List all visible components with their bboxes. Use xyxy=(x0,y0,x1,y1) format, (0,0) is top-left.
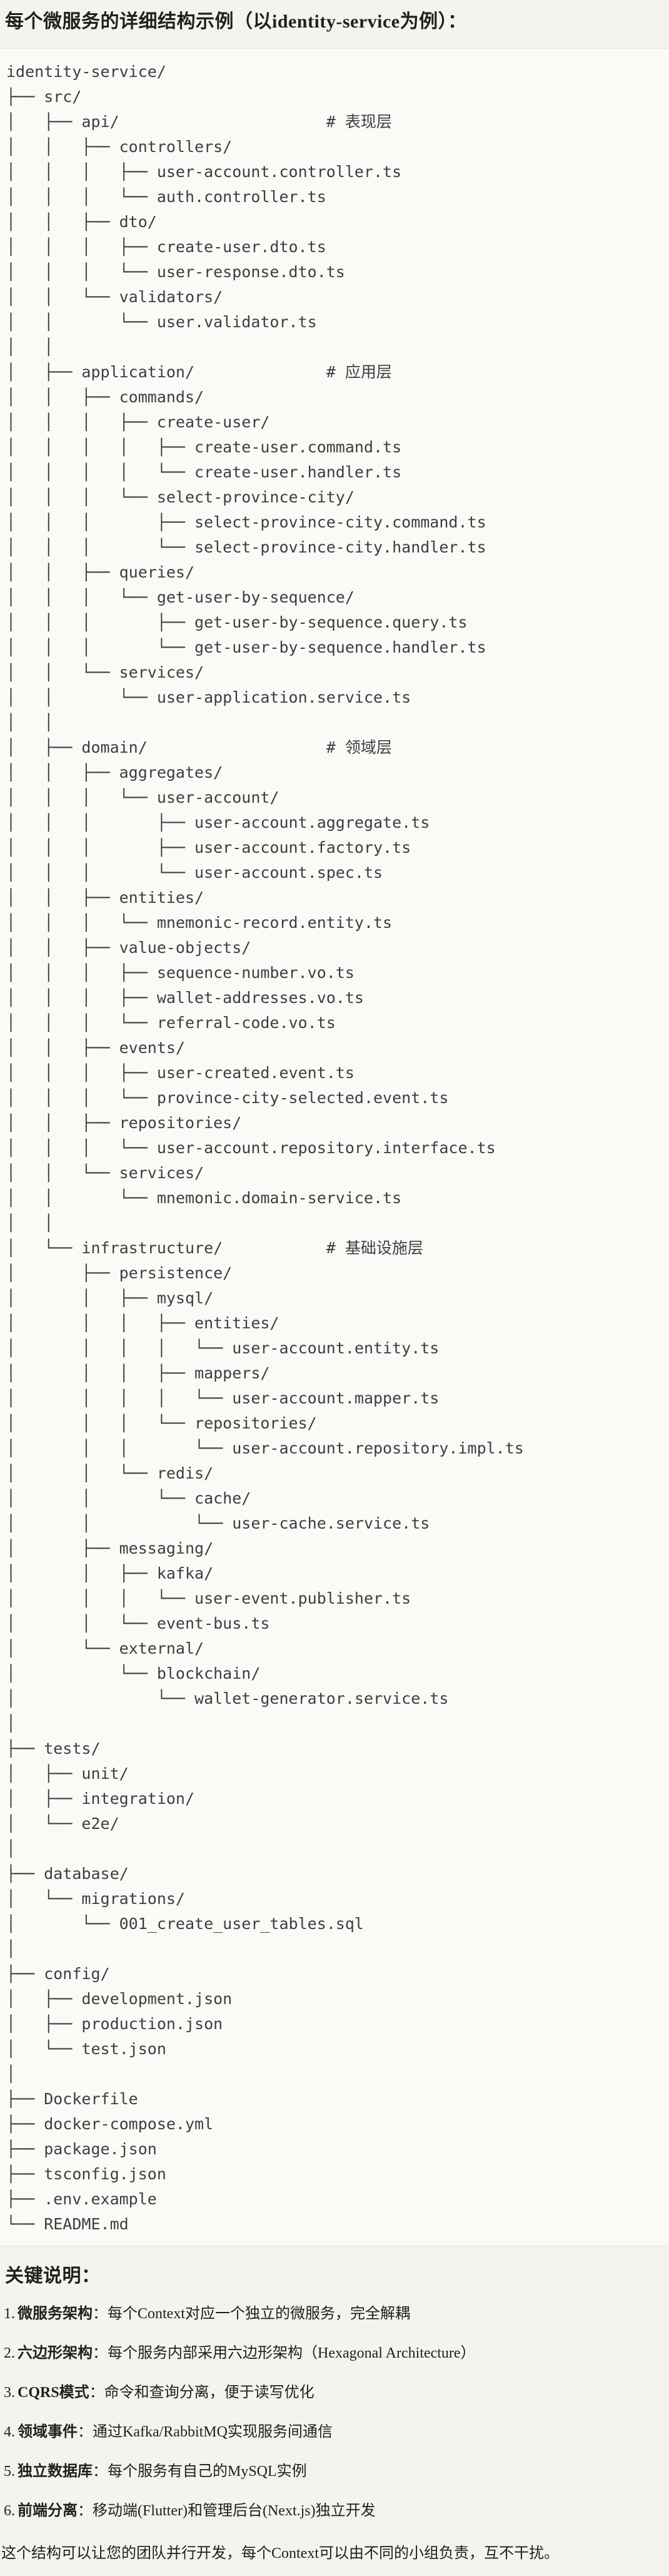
note-item: 6.前端分离：移动端(Flutter)和管理后台(Next.js)独立开发 xyxy=(4,2501,664,2521)
note-text: ：通过Kafka/RabbitMQ实现服务间通信 xyxy=(78,2424,333,2440)
page-title: 每个微服务的详细结构示例（以identity-service为例）： xyxy=(5,11,467,32)
note-number: 1. xyxy=(4,2306,15,2322)
note-number: 5. xyxy=(4,2463,15,2480)
note-label: 微服务架构 xyxy=(18,2306,93,2322)
note-number: 4. xyxy=(4,2424,15,2440)
closing-paragraph: 这个结构可以让您的团队并行开发，每个Context可以由不同的小组负责，互不干扰… xyxy=(1,2545,559,2562)
note-text: ：移动端(Flutter)和管理后台(Next.js)独立开发 xyxy=(78,2503,376,2519)
note-label: 前端分离 xyxy=(18,2503,78,2519)
note-label: 独立数据库 xyxy=(18,2463,93,2480)
note-item: 4.领域事件：通过Kafka/RabbitMQ实现服务间通信 xyxy=(4,2422,664,2442)
note-text: ：命令和查询分离，便于读写优化 xyxy=(89,2385,314,2401)
note-number: 6. xyxy=(4,2503,15,2519)
note-label: CQRS模式 xyxy=(18,2385,89,2401)
note-number: 3. xyxy=(4,2385,15,2401)
code-block: identity-service/ ├── src/ │ ├── api/ # … xyxy=(0,48,669,2246)
note-text: ：每个服务有自己的MySQL实例 xyxy=(93,2463,307,2480)
note-text: ：每个服务内部采用六边形架构（Hexagonal Architecture） xyxy=(93,2345,476,2361)
note-label: 领域事件 xyxy=(18,2424,78,2440)
note-item: 5.独立数据库：每个服务有自己的MySQL实例 xyxy=(4,2461,664,2482)
note-text: ：每个Context对应一个独立的微服务，完全解耦 xyxy=(93,2306,410,2322)
note-label: 六边形架构 xyxy=(18,2345,93,2361)
document: 每个微服务的详细结构示例（以identity-service为例）： ident… xyxy=(0,9,669,2576)
note-number: 2. xyxy=(4,2345,15,2361)
note-item: 2.六边形架构：每个服务内部采用六边形架构（Hexagonal Architec… xyxy=(4,2343,664,2363)
note-item: 3.CQRS模式：命令和查询分离，便于读写优化 xyxy=(4,2383,664,2403)
tree-text: identity-service/ ├── src/ │ ├── api/ # … xyxy=(6,63,524,2233)
notes-heading: 关键说明： xyxy=(5,2266,101,2286)
note-item: 1.微服务架构：每个Context对应一个独立的微服务，完全解耦 xyxy=(4,2304,664,2324)
